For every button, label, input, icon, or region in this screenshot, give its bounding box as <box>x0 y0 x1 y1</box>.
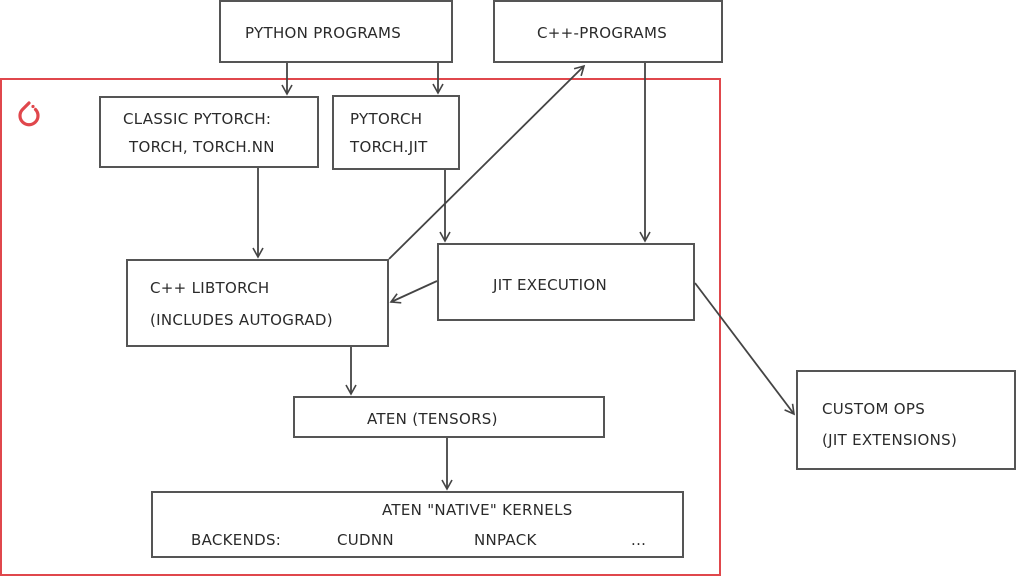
node-label-line-2: TORCH, TORCH.NN <box>129 138 275 156</box>
node-label-line-1: CUSTOM OPS <box>822 400 926 418</box>
node-label-line-1: C++ LIBTORCH <box>150 279 270 297</box>
node-pytorch-jit: PYTORCH TORCH.JIT <box>332 95 460 170</box>
backend-nnpack: NNPACK <box>474 531 537 549</box>
node-native-kernels: ATEN "NATIVE" KERNELS BACKENDS: CUDNN NN… <box>151 491 684 558</box>
node-label: JIT EXECUTION <box>493 276 607 294</box>
node-label-line-1: PYTORCH <box>350 110 423 128</box>
node-python-programs: PYTHON PROGRAMS <box>219 0 453 63</box>
node-custom-ops: CUSTOM OPS (JIT EXTENSIONS) <box>796 370 1016 470</box>
node-aten: ATEN (TENSORS) <box>293 396 605 438</box>
backend-more: ... <box>631 531 647 549</box>
node-label-line-2: (INCLUDES AUTOGRAD) <box>150 311 333 329</box>
node-label: PYTHON PROGRAMS <box>245 24 402 42</box>
node-label-line-2: TORCH.JIT <box>350 138 428 156</box>
node-label-line-1: CLASSIC PYTORCH: <box>123 110 272 128</box>
backends-label: BACKENDS: <box>191 531 282 549</box>
node-classic-pytorch: CLASSIC PYTORCH: TORCH, TORCH.NN <box>99 96 319 168</box>
pytorch-logo-icon <box>18 101 40 127</box>
node-cpp-programs: C++-PROGRAMS <box>493 0 723 63</box>
node-libtorch: C++ LIBTORCH (INCLUDES AUTOGRAD) <box>126 259 389 347</box>
kernels-title: ATEN "NATIVE" KERNELS <box>382 501 573 519</box>
backend-cudnn: CUDNN <box>337 531 394 549</box>
node-jit-execution: JIT EXECUTION <box>437 243 695 321</box>
node-label: ATEN (TENSORS) <box>367 410 498 428</box>
node-label-line-2: (JIT EXTENSIONS) <box>822 431 958 449</box>
node-label: C++-PROGRAMS <box>537 24 668 42</box>
